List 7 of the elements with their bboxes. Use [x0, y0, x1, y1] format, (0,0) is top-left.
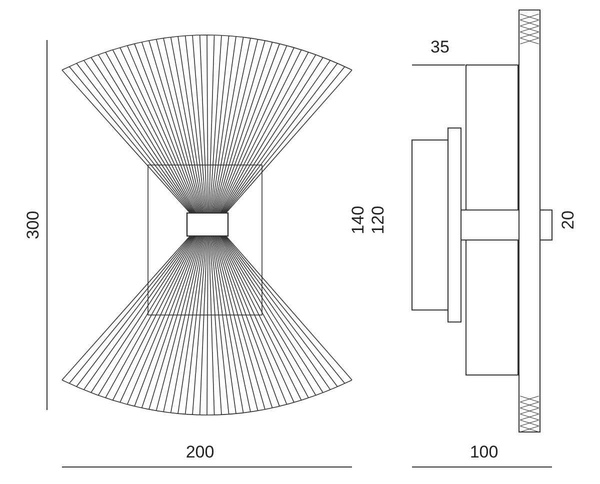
dimension-label: 100	[470, 444, 498, 460]
dimension-label: 20	[560, 210, 576, 230]
dimension-label: 300	[24, 210, 42, 240]
dimension-label: 35	[430, 38, 450, 56]
dimension-label: 140	[350, 206, 366, 234]
dimension-label: 120	[370, 206, 386, 234]
dimension-label: 200	[186, 444, 214, 460]
